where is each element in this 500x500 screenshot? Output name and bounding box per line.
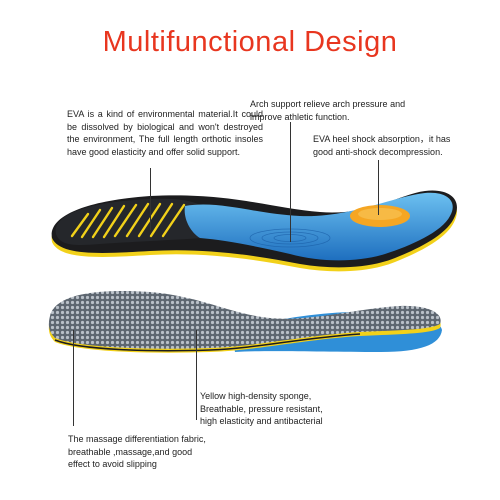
eva-leader-line (150, 168, 151, 230)
heel-shock-note: EVA heel shock absorption，it has good an… (313, 134, 451, 157)
mesh-surface (48, 291, 441, 349)
eva-material-note: EVA is a kind of environmental material.… (67, 109, 263, 157)
sponge-note: Yellow high-density sponge, Breathable, … (200, 391, 323, 426)
fabric-leader-line (73, 330, 74, 426)
arch-support-note: Arch support relieve arch pressure and i… (250, 99, 406, 122)
fabric-note: The massage differentiation fabric, brea… (68, 434, 206, 469)
heel-leader-line (378, 160, 379, 215)
forefoot-stripes (70, 202, 186, 239)
arch-leader-line (290, 122, 291, 242)
page-title: Multifunctional Design (102, 26, 398, 58)
sponge-leader-line (196, 330, 197, 420)
